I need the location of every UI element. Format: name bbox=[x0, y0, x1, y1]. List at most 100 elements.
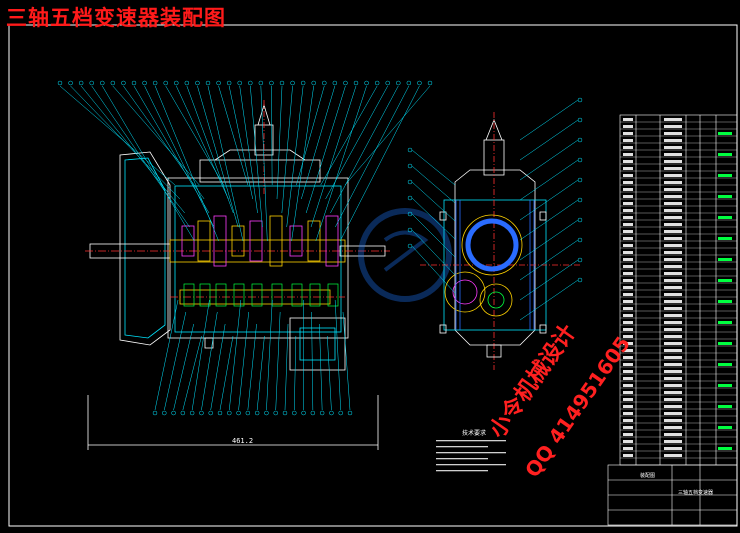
row-marker bbox=[623, 433, 633, 436]
row-marker bbox=[623, 447, 633, 450]
row-marker bbox=[664, 216, 682, 219]
balloon bbox=[143, 81, 147, 85]
row-marker bbox=[664, 300, 682, 303]
parts-list-marks bbox=[623, 118, 732, 457]
row-marker bbox=[623, 174, 633, 177]
leader-line bbox=[412, 150, 455, 185]
counter-gear bbox=[292, 284, 302, 306]
row-marker bbox=[664, 258, 682, 261]
row-marker bbox=[623, 286, 633, 289]
row-marker bbox=[664, 335, 682, 338]
technical-notes-lines bbox=[436, 440, 506, 471]
row-marker bbox=[623, 244, 633, 247]
balloon bbox=[153, 81, 157, 85]
leader-line bbox=[287, 86, 303, 227]
row-marker bbox=[664, 370, 682, 373]
leader-line bbox=[520, 260, 578, 300]
leader-line bbox=[266, 300, 272, 410]
row-marker bbox=[623, 293, 633, 296]
row-marker bbox=[664, 132, 682, 135]
row-marker bbox=[664, 419, 682, 422]
row-marker bbox=[718, 132, 732, 135]
leader-line bbox=[321, 86, 377, 185]
leader-line bbox=[239, 312, 249, 410]
leader-line bbox=[92, 86, 190, 227]
row-marker bbox=[664, 125, 682, 128]
row-marker bbox=[623, 405, 633, 408]
leader-line bbox=[311, 86, 356, 227]
leader-line bbox=[520, 120, 578, 160]
row-marker bbox=[664, 209, 682, 212]
counter-gear bbox=[328, 284, 338, 306]
balloon bbox=[174, 81, 178, 85]
row-marker bbox=[623, 132, 633, 135]
leader-line bbox=[257, 336, 264, 410]
row-marker bbox=[718, 321, 732, 324]
main-section-view bbox=[85, 100, 390, 450]
balloon bbox=[199, 411, 203, 415]
counter-gear bbox=[272, 284, 282, 306]
leader-line bbox=[174, 324, 194, 410]
leader-line bbox=[248, 324, 257, 410]
note-line bbox=[436, 464, 506, 465]
row-marker bbox=[664, 454, 682, 457]
row-marker bbox=[664, 265, 682, 268]
row-marker bbox=[623, 307, 633, 310]
note-line bbox=[436, 446, 488, 447]
balloon bbox=[227, 81, 231, 85]
row-marker bbox=[664, 146, 682, 149]
leader-line bbox=[412, 166, 455, 203]
balloon bbox=[238, 81, 242, 85]
counter-gear bbox=[200, 284, 210, 306]
row-marker bbox=[718, 384, 732, 387]
balloon bbox=[218, 411, 222, 415]
balloon bbox=[408, 244, 412, 248]
row-marker bbox=[664, 230, 682, 233]
balloon bbox=[69, 81, 73, 85]
leader-line bbox=[271, 86, 272, 185]
row-marker bbox=[664, 195, 682, 198]
row-marker bbox=[623, 258, 633, 261]
leader-lines-bottom bbox=[153, 300, 352, 415]
balloon bbox=[408, 164, 412, 168]
row-marker bbox=[623, 118, 633, 121]
row-marker bbox=[664, 139, 682, 142]
balloon bbox=[408, 180, 412, 184]
balloon bbox=[343, 81, 347, 85]
row-marker bbox=[718, 237, 732, 240]
row-marker bbox=[718, 195, 732, 198]
balloon bbox=[312, 81, 316, 85]
row-marker bbox=[664, 286, 682, 289]
row-marker bbox=[623, 209, 633, 212]
row-marker bbox=[664, 363, 682, 366]
balloon bbox=[578, 98, 582, 102]
leader-line bbox=[312, 312, 313, 410]
leader-line bbox=[201, 312, 217, 410]
leader-line bbox=[282, 86, 293, 213]
row-marker bbox=[664, 314, 682, 317]
note-line bbox=[436, 458, 488, 459]
row-marker bbox=[664, 377, 682, 380]
gear bbox=[326, 216, 338, 266]
balloon bbox=[339, 411, 343, 415]
gear bbox=[214, 216, 226, 266]
balloon bbox=[90, 81, 94, 85]
balloon bbox=[248, 81, 252, 85]
balloon bbox=[280, 81, 284, 85]
leader-line bbox=[520, 220, 578, 260]
row-marker bbox=[664, 202, 682, 205]
balloon bbox=[320, 411, 324, 415]
row-marker bbox=[623, 377, 633, 380]
balloon bbox=[185, 81, 189, 85]
leader-line bbox=[229, 300, 241, 410]
row-marker bbox=[623, 314, 633, 317]
row-marker bbox=[623, 202, 633, 205]
leader-line bbox=[192, 300, 209, 410]
overall-length-dimension: 461.2 bbox=[232, 437, 253, 445]
balloon bbox=[578, 158, 582, 162]
balloon bbox=[237, 411, 241, 415]
gear bbox=[250, 221, 262, 261]
balloon bbox=[578, 238, 582, 242]
leader-line bbox=[276, 312, 280, 410]
leader-line bbox=[520, 280, 578, 320]
